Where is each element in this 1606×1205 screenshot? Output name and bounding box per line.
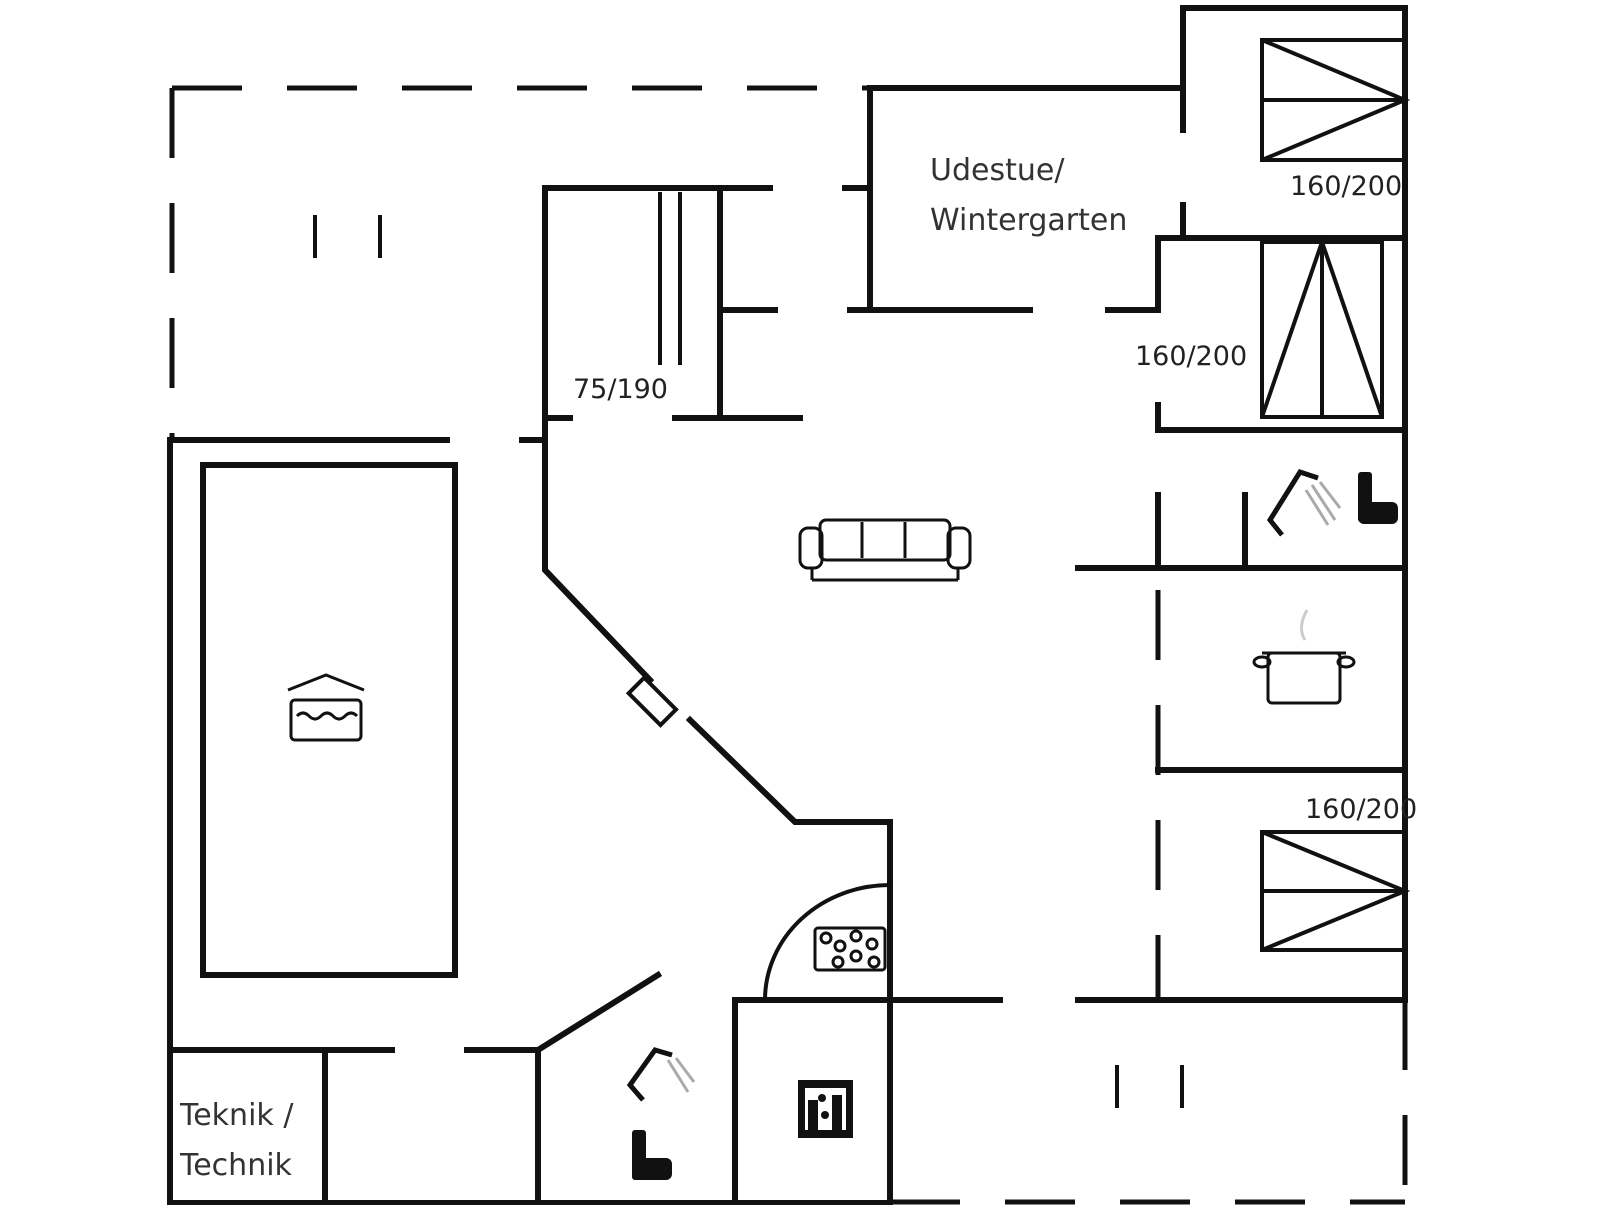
bed-middle-right (1260, 235, 1384, 419)
pool-outline (200, 462, 458, 978)
door-swing (763, 883, 891, 1001)
walls (167, 5, 1408, 1205)
sofa-icon (798, 518, 972, 582)
shower-icon (1266, 469, 1342, 537)
washing-machine-icon (798, 1080, 853, 1138)
shower-icon-lower (626, 1047, 696, 1102)
room-label-technical-1: Teknik / (179, 1098, 294, 1133)
bed-top-right (1260, 38, 1411, 162)
bed-size-bunk: 75/190 (573, 374, 668, 405)
hob-icon (813, 926, 887, 972)
toilet-icon-lower (632, 1130, 672, 1180)
toilet-icon (1358, 472, 1398, 524)
bed-lower-right (1260, 830, 1411, 952)
bed-size-lower-right: 160/200 (1305, 794, 1417, 825)
pool-icon (287, 673, 365, 742)
bed-size-middle-right: 160/200 (1135, 341, 1247, 372)
room-label-sunroom-2: Wintergarten (930, 203, 1127, 238)
terrace-outline (169, 85, 1408, 1205)
cooking-pot-icon (1252, 609, 1356, 705)
room-label-sunroom-1: Udestue/ (930, 153, 1065, 188)
bed-size-top-right: 160/200 (1290, 171, 1402, 202)
room-label-technical-2: Technik (179, 1148, 293, 1183)
